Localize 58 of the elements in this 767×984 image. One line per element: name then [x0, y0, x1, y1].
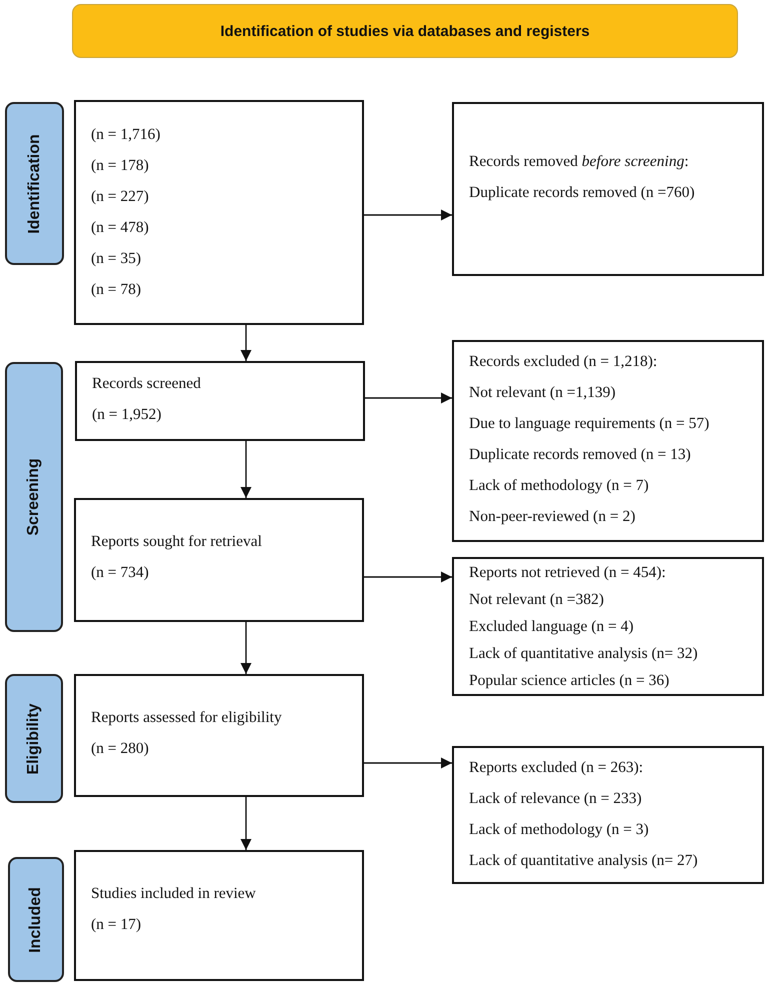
- phase-label: Eligibility: [25, 702, 43, 774]
- box-text: Reports assessed for eligibility: [91, 708, 282, 726]
- arrow: [240, 622, 252, 674]
- process-box: [74, 498, 364, 622]
- arrow: [240, 797, 252, 850]
- box-text: Lack of methodology (n = 3): [469, 820, 649, 838]
- box-text: Reports excluded (n = 263):: [469, 758, 644, 776]
- box-text: Not relevant (n =382): [469, 590, 604, 608]
- box-text: Lack of relevance (n = 233): [469, 790, 642, 808]
- box-text: Not relevant (n =1,139): [469, 384, 616, 402]
- phase-label: Identification: [26, 134, 44, 234]
- box-text: Reports sought for retrieval: [91, 532, 262, 550]
- title-text: Identification of studies via databases and registers: [220, 22, 590, 40]
- box-text: Popular science articles (n = 36): [469, 672, 670, 690]
- box-text: Non-peer-reviewed (n = 2): [469, 508, 636, 526]
- arrow: [240, 325, 252, 361]
- box-text: Due to language requirements (n = 57): [469, 414, 710, 432]
- box-text: (n = 1,952): [92, 406, 162, 424]
- arrow: [364, 758, 452, 768]
- box-text: (n = 178): [91, 157, 149, 175]
- arrow: [240, 441, 252, 498]
- phase-label: Screening: [25, 458, 43, 536]
- box-text: Lack of methodology (n = 7): [469, 476, 649, 494]
- box-text: Duplicate records removed (n = 13): [469, 446, 691, 464]
- box-text: (n = 35): [91, 250, 142, 268]
- process-box: [452, 557, 764, 696]
- phase-band: [5, 102, 64, 265]
- phase-label: Included: [27, 886, 45, 952]
- box-text: Records excluded (n = 1,218):: [469, 352, 658, 370]
- box-text: (n = 280): [91, 740, 149, 758]
- box-text: (n = 478): [91, 219, 149, 237]
- box-text: (n = 78): [91, 281, 142, 299]
- box-text: (n = 17): [91, 916, 142, 934]
- arrow: [365, 392, 452, 404]
- box-text: Records removed before screening:: [469, 152, 689, 170]
- phase-band: [5, 674, 63, 803]
- box-text: Studies included in review: [91, 884, 256, 902]
- box-text: (n = 227): [91, 188, 149, 206]
- title-banner: [72, 4, 738, 58]
- box-text: (n = 1,716): [91, 126, 160, 144]
- phase-band: [5, 362, 63, 632]
- process-box: [452, 340, 764, 542]
- box-text: Duplicate records removed (n =760): [469, 184, 695, 202]
- phase-band: [8, 857, 64, 982]
- box-text: Lack of quantitative analysis (n= 32): [469, 644, 698, 662]
- box-text: Records screened: [92, 374, 201, 392]
- arrow: [364, 210, 452, 220]
- process-box: [452, 102, 764, 276]
- box-text: Excluded language (n = 4): [469, 618, 634, 636]
- box-text: Lack of quantitative analysis (n= 27): [469, 852, 698, 870]
- box-text: Reports not retrieved (n = 454):: [469, 564, 666, 582]
- process-box: [74, 674, 364, 797]
- arrow: [364, 572, 452, 582]
- process-box: [452, 746, 764, 884]
- box-text: (n = 734): [91, 564, 149, 582]
- process-box: [74, 100, 364, 325]
- process-box: [75, 361, 365, 441]
- process-box: [74, 850, 364, 981]
